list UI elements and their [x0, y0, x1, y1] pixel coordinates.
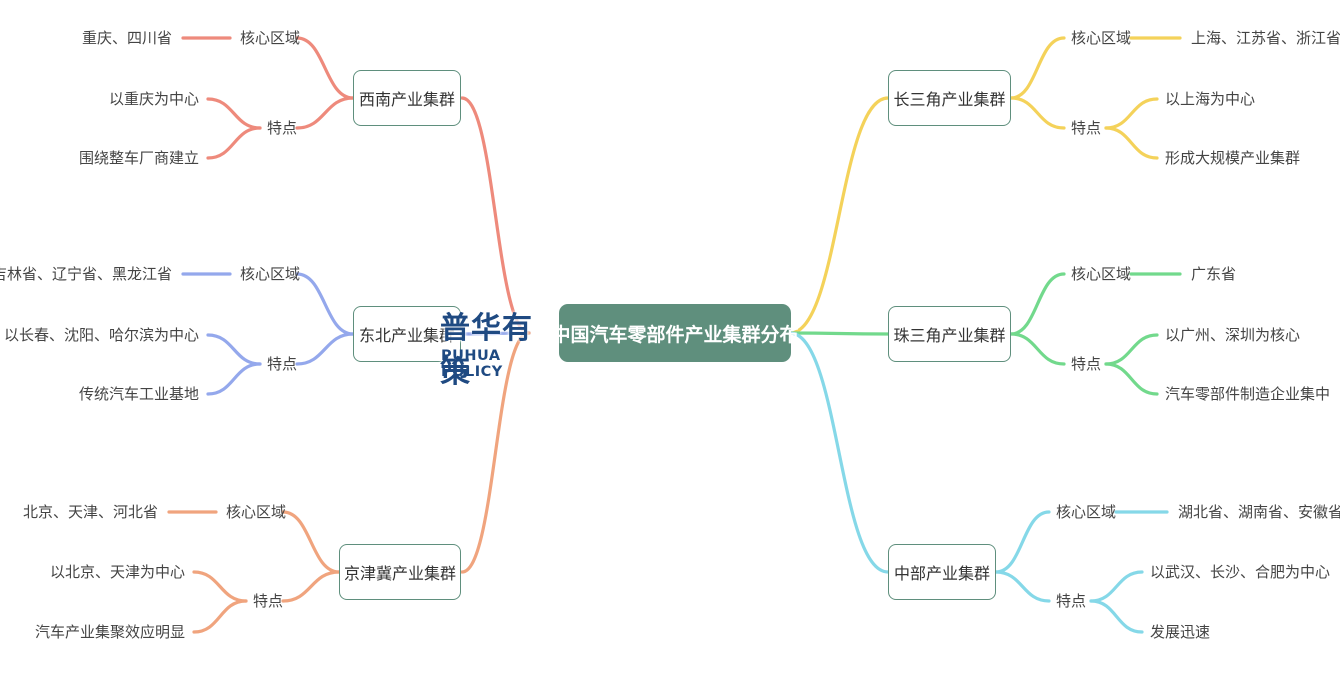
link-center-to-cluster-5 — [788, 331, 890, 574]
jingjinji-feature-2: 汽车产业集聚效应明显 — [34, 623, 185, 641]
northeast-core-label: 核心区域 — [240, 265, 301, 283]
link-cluster-4-to-core — [1009, 272, 1066, 336]
yangtze-feature-1: 以上海为中心 — [1165, 90, 1256, 108]
cluster-node-jingjinji[interactable]: 京津冀产业集群 — [339, 544, 461, 600]
pearl-core-label: 核心区域 — [1071, 265, 1132, 283]
jingjinji-core-label: 核心区域 — [226, 503, 287, 521]
link-feature-2-to-item-1 — [192, 570, 248, 603]
link-feature-3-to-item-2 — [1104, 126, 1159, 160]
link-feature-3-to-item-1 — [1104, 97, 1159, 130]
link-feature-0-to-item-1 — [206, 97, 262, 130]
central-feature-2: 发展迅速 — [1150, 623, 1211, 641]
pearl-core-value: 广东省 — [1191, 265, 1237, 283]
central-feature-label: 特点 — [1056, 592, 1087, 610]
yangtze-feature-label: 特点 — [1071, 119, 1102, 137]
link-cluster-5-to-core — [994, 510, 1051, 574]
southwest-feature-2: 围绕整车厂商建立 — [78, 149, 199, 167]
link-cluster-2-to-core — [281, 510, 341, 574]
pearl-feature-1: 以广州、深圳为核心 — [1165, 326, 1301, 344]
link-feature-4-to-item-1 — [1104, 333, 1159, 366]
northeast-feature-1: 以长春、沈阳、哈尔滨为中心 — [3, 326, 199, 344]
link-feature-4-to-item-2 — [1104, 362, 1159, 396]
pearl-feature-label: 特点 — [1071, 355, 1102, 373]
jingjinji-feature-label: 特点 — [253, 592, 284, 610]
link-cluster-4-to-feature — [1009, 332, 1066, 366]
southwest-feature-1: 以重庆为中心 — [108, 90, 199, 108]
pearl-feature-2: 汽车零部件制造企业集中 — [1165, 385, 1331, 403]
cluster-node-yangtze-delta[interactable]: 长三角产业集群 — [888, 70, 1011, 126]
northeast-core-value: 吉林省、辽宁省、黑龙江省 — [0, 265, 172, 283]
link-feature-1-to-item-2 — [206, 362, 262, 396]
center-node[interactable]: 中国汽车零部件产业集群分布 — [552, 304, 799, 362]
cluster-node-northeast[interactable]: 东北产业集群 — [353, 306, 461, 362]
jingjinji-feature-1: 以北京、天津为中心 — [49, 563, 185, 581]
cluster-node-pearl-delta[interactable]: 珠三角产业集群 — [888, 306, 1011, 362]
central-core-value: 湖北省、湖南省、安徽省 — [1178, 503, 1340, 521]
jingjinji-core-value: 北京、天津、河北省 — [22, 503, 158, 521]
link-cluster-0-to-feature — [295, 96, 355, 130]
link-cluster-2-to-feature — [281, 570, 341, 603]
cluster-node-central[interactable]: 中部产业集群 — [888, 544, 996, 600]
yangtze-core-label: 核心区域 — [1071, 29, 1132, 47]
central-feature-1: 以武汉、长沙、合肥为中心 — [1150, 563, 1331, 581]
link-feature-2-to-item-2 — [192, 599, 248, 634]
southwest-feature-label: 特点 — [267, 119, 298, 137]
yangtze-core-value: 上海、江苏省、浙江省 — [1191, 29, 1340, 47]
link-feature-5-to-item-2 — [1089, 599, 1144, 634]
link-center-to-cluster-4 — [788, 331, 890, 336]
link-cluster-3-to-feature — [1009, 96, 1066, 130]
link-feature-1-to-item-1 — [206, 333, 262, 366]
link-center-to-cluster-0 — [460, 96, 531, 335]
northeast-feature-label: 特点 — [267, 355, 298, 373]
link-center-to-cluster-2 — [460, 331, 531, 574]
cluster-node-southwest[interactable]: 西南产业集群 — [353, 70, 461, 126]
southwest-core-value: 重庆、四川省 — [81, 29, 172, 47]
link-feature-5-to-item-1 — [1089, 570, 1144, 603]
link-center-to-cluster-1 — [460, 331, 531, 336]
southwest-core-label: 核心区域 — [240, 29, 301, 47]
link-cluster-5-to-feature — [994, 570, 1051, 603]
link-feature-0-to-item-2 — [206, 126, 262, 160]
link-cluster-3-to-core — [1009, 36, 1066, 100]
central-core-label: 核心区域 — [1056, 503, 1117, 521]
northeast-feature-2: 传统汽车工业基地 — [78, 385, 199, 403]
link-center-to-cluster-3 — [788, 96, 890, 335]
link-cluster-1-to-feature — [295, 332, 355, 366]
yangtze-feature-2: 形成大规模产业集群 — [1165, 149, 1301, 167]
link-cluster-1-to-core — [295, 272, 355, 336]
link-cluster-0-to-core — [295, 36, 355, 100]
